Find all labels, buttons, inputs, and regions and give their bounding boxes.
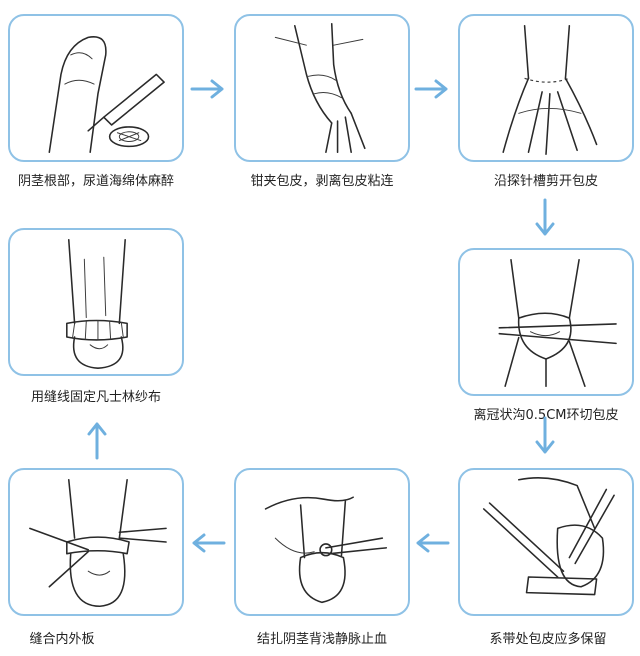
step-1-panel	[8, 14, 184, 162]
suture-layers-illustration	[29, 478, 167, 607]
step-7-panel	[8, 468, 184, 616]
frenulum-preservation-illustration	[482, 477, 615, 596]
cut-along-probe-illustration	[502, 24, 598, 155]
arrow-down-2-icon	[534, 416, 556, 456]
step-8-panel	[8, 228, 184, 376]
step-1-caption: 阴茎根部，尿道海绵体麻醉	[17, 174, 175, 189]
arrow-right-2-icon	[414, 78, 450, 100]
arrow-left-2-icon	[190, 532, 226, 554]
step-7-caption: 缝合内外板	[29, 632, 95, 647]
arrow-down-1-icon	[534, 198, 556, 238]
step-6-panel	[234, 468, 410, 616]
arrow-right-1-icon	[190, 78, 226, 100]
anesthesia-injection-illustration	[48, 36, 165, 153]
step-2-caption: 钳夹包皮，剥离包皮粘连	[250, 174, 394, 189]
arrow-up-icon	[86, 420, 108, 460]
step-3-caption: 沿探针槽剪开包皮	[493, 174, 599, 189]
ligate-vein-illustration	[264, 496, 387, 604]
step-2-panel	[234, 14, 410, 162]
step-6-caption: 结扎阴茎背浅静脉止血	[256, 632, 388, 647]
step-8-caption: 用缝线固定凡士林纱布	[30, 390, 162, 405]
fix-gauze-illustration	[66, 238, 128, 369]
step-5-caption: 系带处包皮应多保留	[489, 632, 607, 647]
step-5-panel	[458, 468, 634, 616]
arrow-left-1-icon	[414, 532, 450, 554]
step-3-panel	[458, 14, 634, 162]
step-4-panel	[458, 248, 634, 396]
step-4-caption: 离冠状沟0.5CM环切包皮	[473, 408, 619, 423]
circumcision-cut-illustration	[498, 258, 617, 387]
clamp-foreskin-illustration	[274, 23, 366, 153]
